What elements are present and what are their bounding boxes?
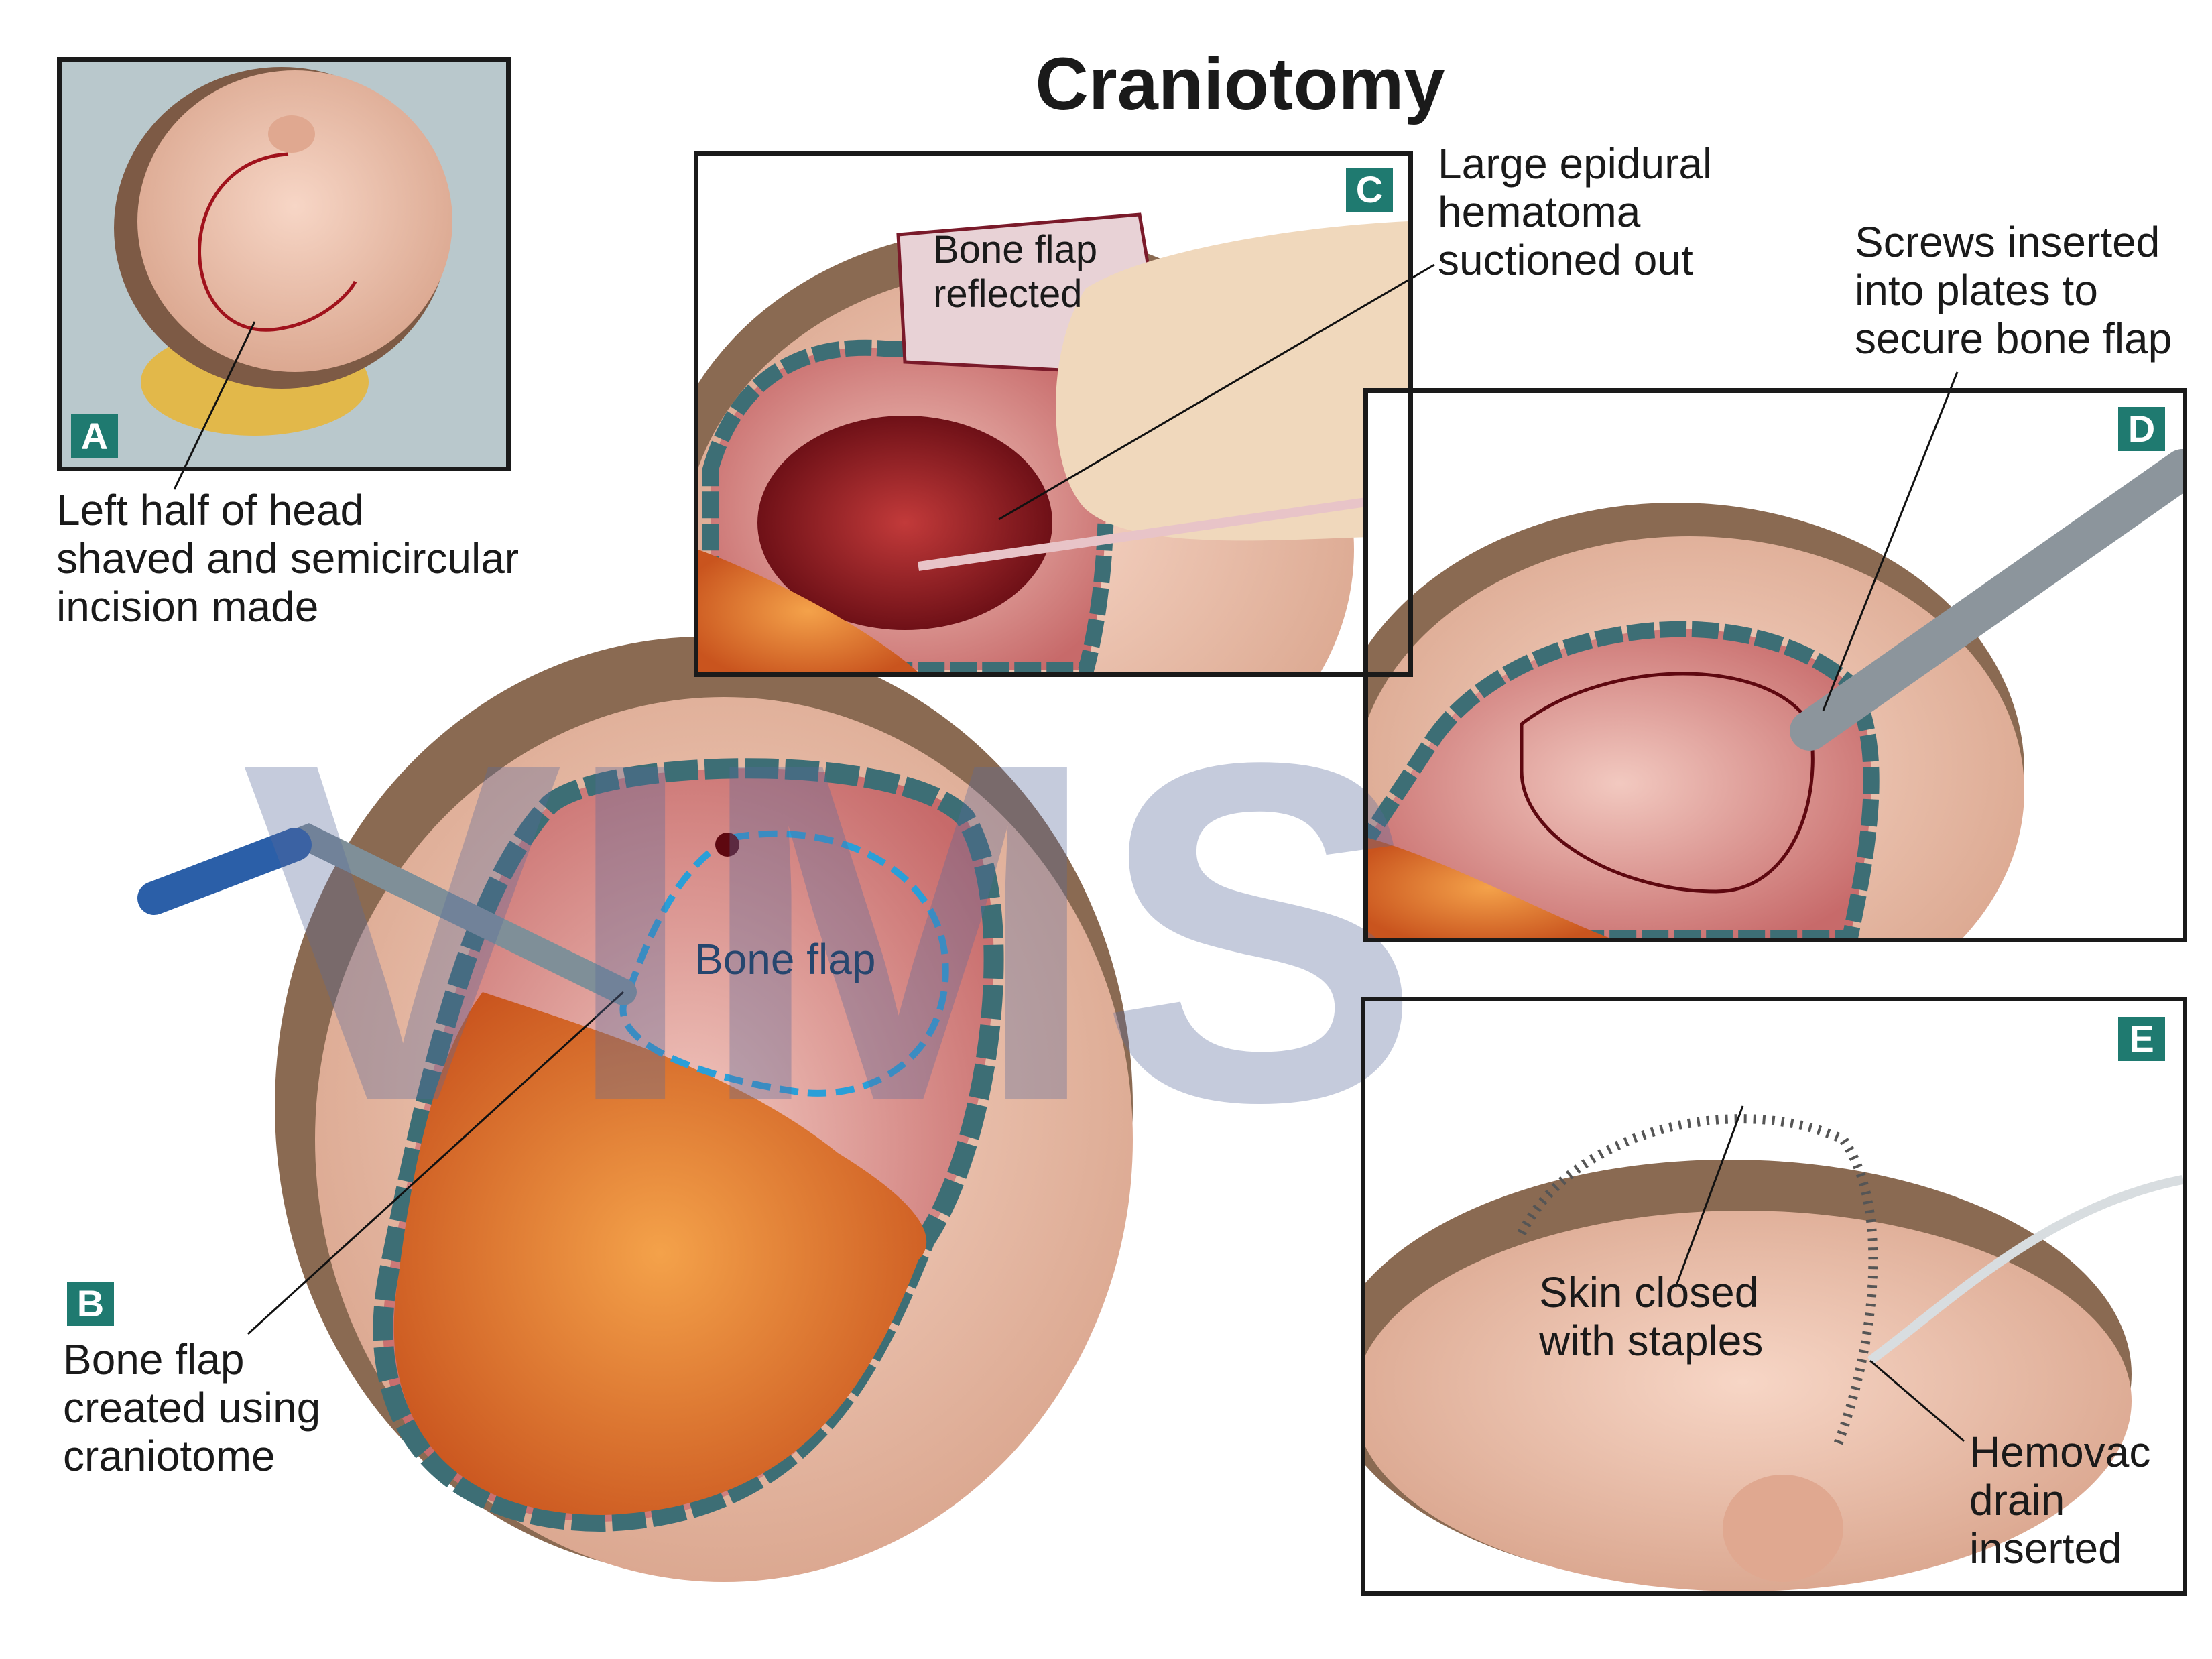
panel-b-caption: Bone flap created using craniotome [63,1335,321,1480]
hemovac-drain-caption: Hemovac drain inserted [1969,1428,2151,1573]
panel-c-frame [694,151,1413,677]
panel-d-badge: D [2118,407,2165,451]
panel-c-badge: C [1346,168,1393,212]
page-title: Craniotomy [1035,43,1445,125]
panel-d-frame [1363,388,2187,942]
staples-caption: Skin closed with staples [1539,1268,1764,1365]
panel-d-art [1368,393,2183,938]
panel-c-art [698,156,1408,672]
panel-d-caption: Screws inserted into plates to secure bo… [1855,218,2172,363]
panel-e-frame [1361,997,2187,1596]
panel-a-art [62,62,506,467]
panel-a-badge: A [71,414,118,458]
bone-flap-reflected-label: Bone flap reflected [933,228,1098,316]
panel-a-frame [57,57,511,471]
bone-flap-label: Bone flap [694,935,876,983]
panel-b-badge: B [67,1282,114,1326]
panel-b-art [137,637,1133,1582]
vims-watermark: VIMS [241,662,1421,1202]
panel-c-caption: Large epidural hematoma suctioned out [1438,139,1713,284]
panel-e-art [1365,1001,2183,1591]
panel-a-caption: Left half of head shaved and semicircula… [56,486,519,631]
panel-e-badge: E [2118,1017,2165,1061]
